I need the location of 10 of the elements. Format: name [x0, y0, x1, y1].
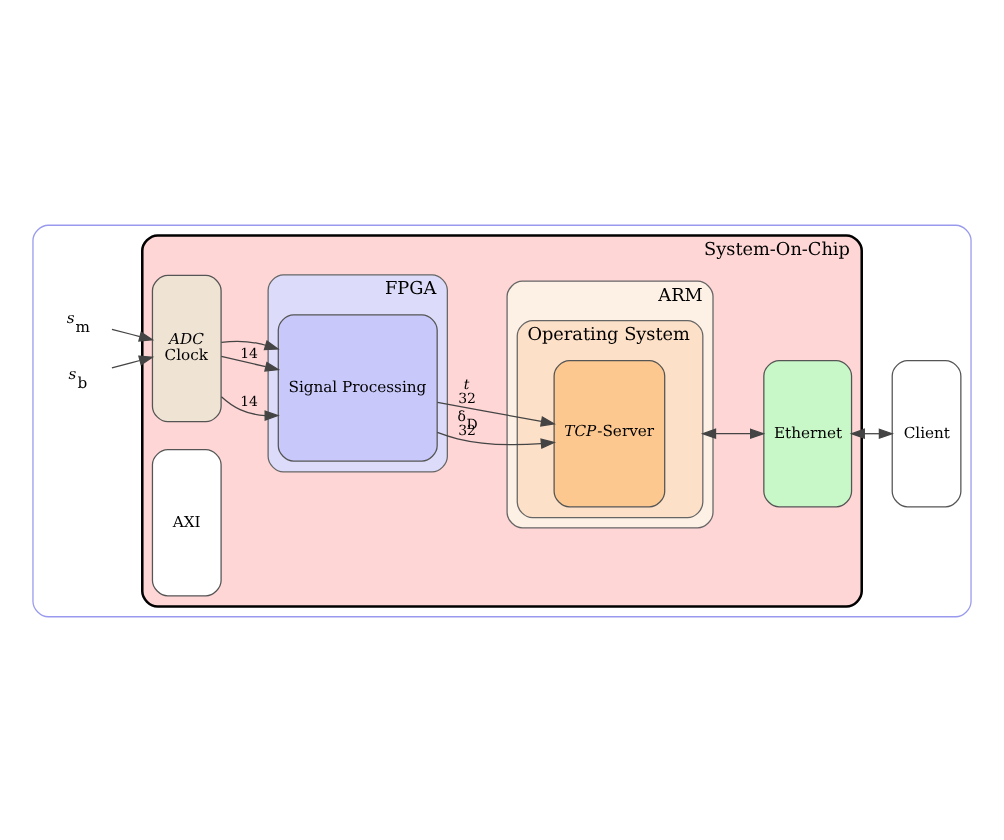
arrow — [111, 327, 155, 341]
arrow — [849, 427, 895, 439]
arrow — [111, 354, 155, 368]
arrow — [700, 427, 766, 439]
arrow — [436, 400, 556, 426]
cluster — [32, 223, 972, 617]
arrow — [436, 430, 556, 448]
arrow — [220, 339, 280, 350]
arrow — [220, 395, 280, 420]
arrow — [220, 354, 281, 371]
